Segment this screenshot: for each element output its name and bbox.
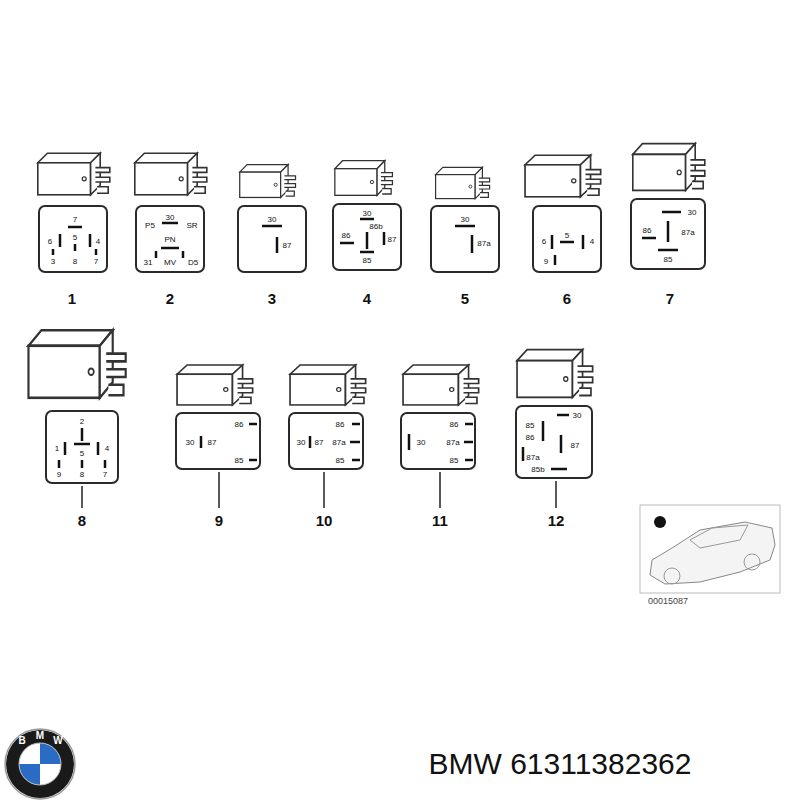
logo-letter: W [53, 735, 62, 746]
figure-code: 00015087 [648, 596, 688, 606]
pin-label: 87 [571, 441, 580, 450]
pin-bars [402, 414, 478, 472]
pin-label: 6 [542, 237, 546, 246]
callout-number: 10 [316, 512, 333, 529]
pin-label: 87a [446, 438, 459, 447]
callout-number: 5 [461, 290, 469, 307]
relay-pin-face: 6 5 4 9 [532, 205, 602, 273]
pin-label: 3 [51, 257, 55, 266]
relay-pin-face: 30 87a [430, 205, 500, 273]
callout-number: 4 [363, 290, 371, 307]
callout-number: 11 [432, 512, 448, 529]
relay-pin-face: 7 6 5 4 3 8 7 [38, 205, 108, 273]
pin-label: 86 [336, 420, 345, 429]
pin-label: SR [186, 221, 197, 230]
pin-label: 85 [336, 456, 345, 465]
pin-label: P5 [145, 221, 155, 230]
pin-label: 86b [369, 222, 382, 231]
pin-label: 85 [235, 456, 244, 465]
pin-label: PN [164, 235, 175, 244]
relay-pin-face: 86 30 87a 85 [400, 412, 476, 470]
pin-label: 86 [342, 231, 351, 240]
callout-number: 1 [68, 290, 76, 307]
relay-pin-face: 2 1 5 4 9 8 7 [45, 410, 119, 484]
pin-label: 87a [681, 228, 694, 237]
callout-number: 3 [268, 290, 276, 307]
pin-label: 87 [315, 438, 324, 447]
pin-label: 87 [388, 235, 397, 244]
callout-number: 9 [215, 512, 223, 529]
pin-label: 9 [57, 470, 61, 479]
relay-pin-face: 30 85 86 87 87a 85b [515, 405, 593, 479]
pin-label: 30 [166, 213, 175, 222]
pin-label: D5 [188, 258, 198, 267]
pin-label: 7 [94, 257, 98, 266]
pin-label: 30 [461, 215, 470, 224]
pin-label: 7 [103, 470, 107, 479]
pin-label: 30 [297, 438, 306, 447]
logo-letter: M [36, 730, 44, 741]
pin-label: 6 [48, 237, 52, 246]
pin-label: 5 [73, 233, 77, 242]
pin-label: 86 [526, 433, 535, 442]
relay-pin-face: 30 87 [237, 205, 307, 273]
pin-label: 87a [332, 438, 345, 447]
relay-pin-face: 86 30 87 87a 85 [288, 412, 364, 470]
pin-label: 30 [268, 215, 277, 224]
pin-label: 87 [283, 241, 292, 250]
callout-number: 12 [548, 512, 565, 529]
pin-label: 4 [105, 444, 109, 453]
pin-label: 30 [417, 438, 426, 447]
pin-label: 30 [363, 209, 372, 218]
pin-label: 2 [80, 417, 84, 426]
pin-label: 87a [526, 453, 539, 462]
pin-label: 5 [80, 449, 84, 458]
pin-label: 85 [526, 421, 535, 430]
pin-label: 87a [477, 239, 490, 248]
pin-label: 85b [531, 465, 544, 474]
part-number: BMW 61311382362 [429, 747, 692, 781]
pin-label: 85 [664, 255, 673, 264]
logo-letter: B [18, 735, 25, 746]
pin-label: 86 [450, 420, 459, 429]
relay-pin-face: 86 30 87 85 [175, 412, 261, 470]
callout-number: 8 [78, 512, 86, 529]
pin-label: 30 [573, 411, 582, 420]
pin-label: 1 [55, 444, 59, 453]
relay-pin-face: 30 86b 86 87 85 [332, 203, 402, 271]
pin-label: 8 [80, 470, 84, 479]
pin-label: 8 [73, 257, 77, 266]
pin-label: 4 [96, 237, 100, 246]
pin-label: MV [164, 258, 176, 267]
pin-label: 86 [235, 420, 244, 429]
pin-label: 5 [565, 231, 569, 240]
callout-number: 7 [666, 290, 674, 307]
callout-number: 6 [563, 290, 571, 307]
pin-bars [517, 407, 595, 481]
pin-label: 87 [208, 438, 217, 447]
pin-label: 7 [73, 215, 77, 224]
pin-label: 85 [450, 456, 459, 465]
pin-label: 85 [363, 256, 372, 265]
pin-label: 30 [186, 438, 195, 447]
relay-pin-face: P5 30SR PN 31 MV D5 [135, 205, 205, 273]
pin-label: 4 [590, 237, 594, 246]
pin-label: 86 [643, 226, 652, 235]
pin-label: 9 [544, 257, 548, 266]
pin-label: 31 [144, 258, 153, 267]
relay-pin-face: 30 86 87a 85 [630, 198, 706, 270]
callout-number: 2 [166, 290, 174, 307]
pin-label: 30 [688, 208, 697, 217]
